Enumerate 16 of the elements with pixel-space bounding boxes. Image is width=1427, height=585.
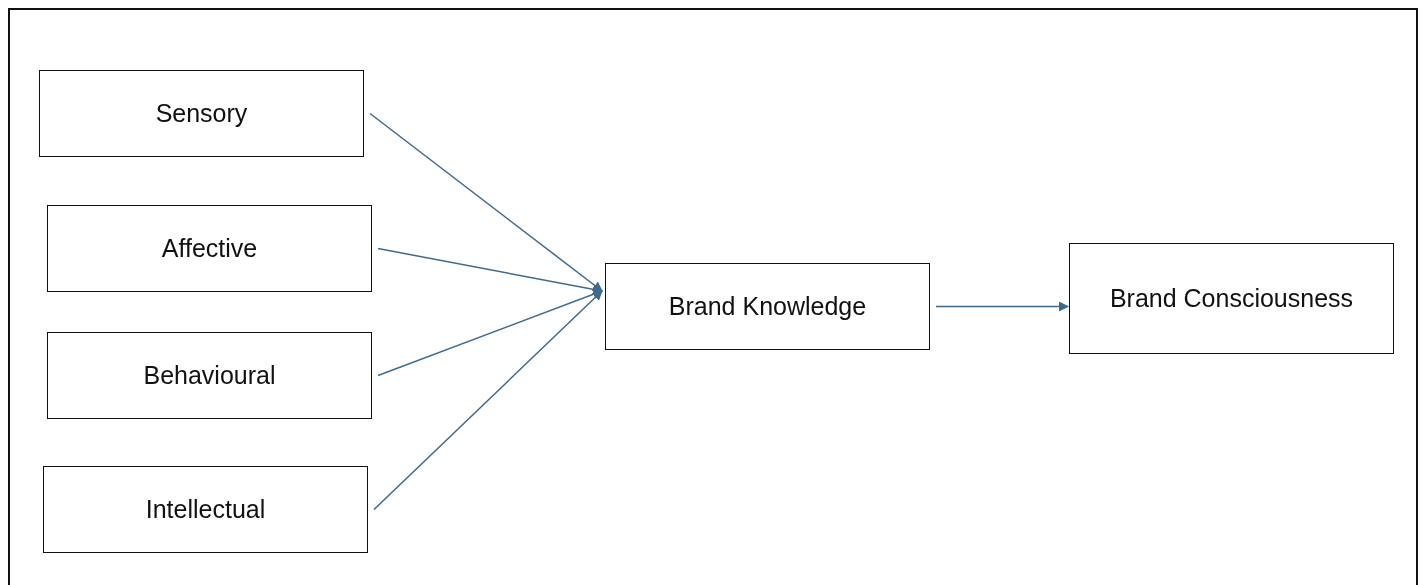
process-box	[1069, 243, 1394, 354]
arrow	[373, 290, 603, 511]
box-label: Sensory	[154, 98, 249, 130]
box-label: Intellectual	[144, 494, 267, 526]
process-box	[47, 205, 372, 292]
box-label: Affective	[160, 233, 259, 265]
process-box	[39, 70, 364, 157]
box-label: Brand Consciousness	[1108, 283, 1355, 315]
arrow	[935, 301, 1069, 312]
process-box	[43, 466, 368, 553]
process-box	[605, 263, 930, 350]
process-box	[47, 332, 372, 419]
arrow	[369, 112, 603, 292]
arrow	[377, 289, 603, 377]
box-label: Brand Knowledge	[667, 291, 868, 323]
box-label: Behavioural	[142, 360, 277, 392]
